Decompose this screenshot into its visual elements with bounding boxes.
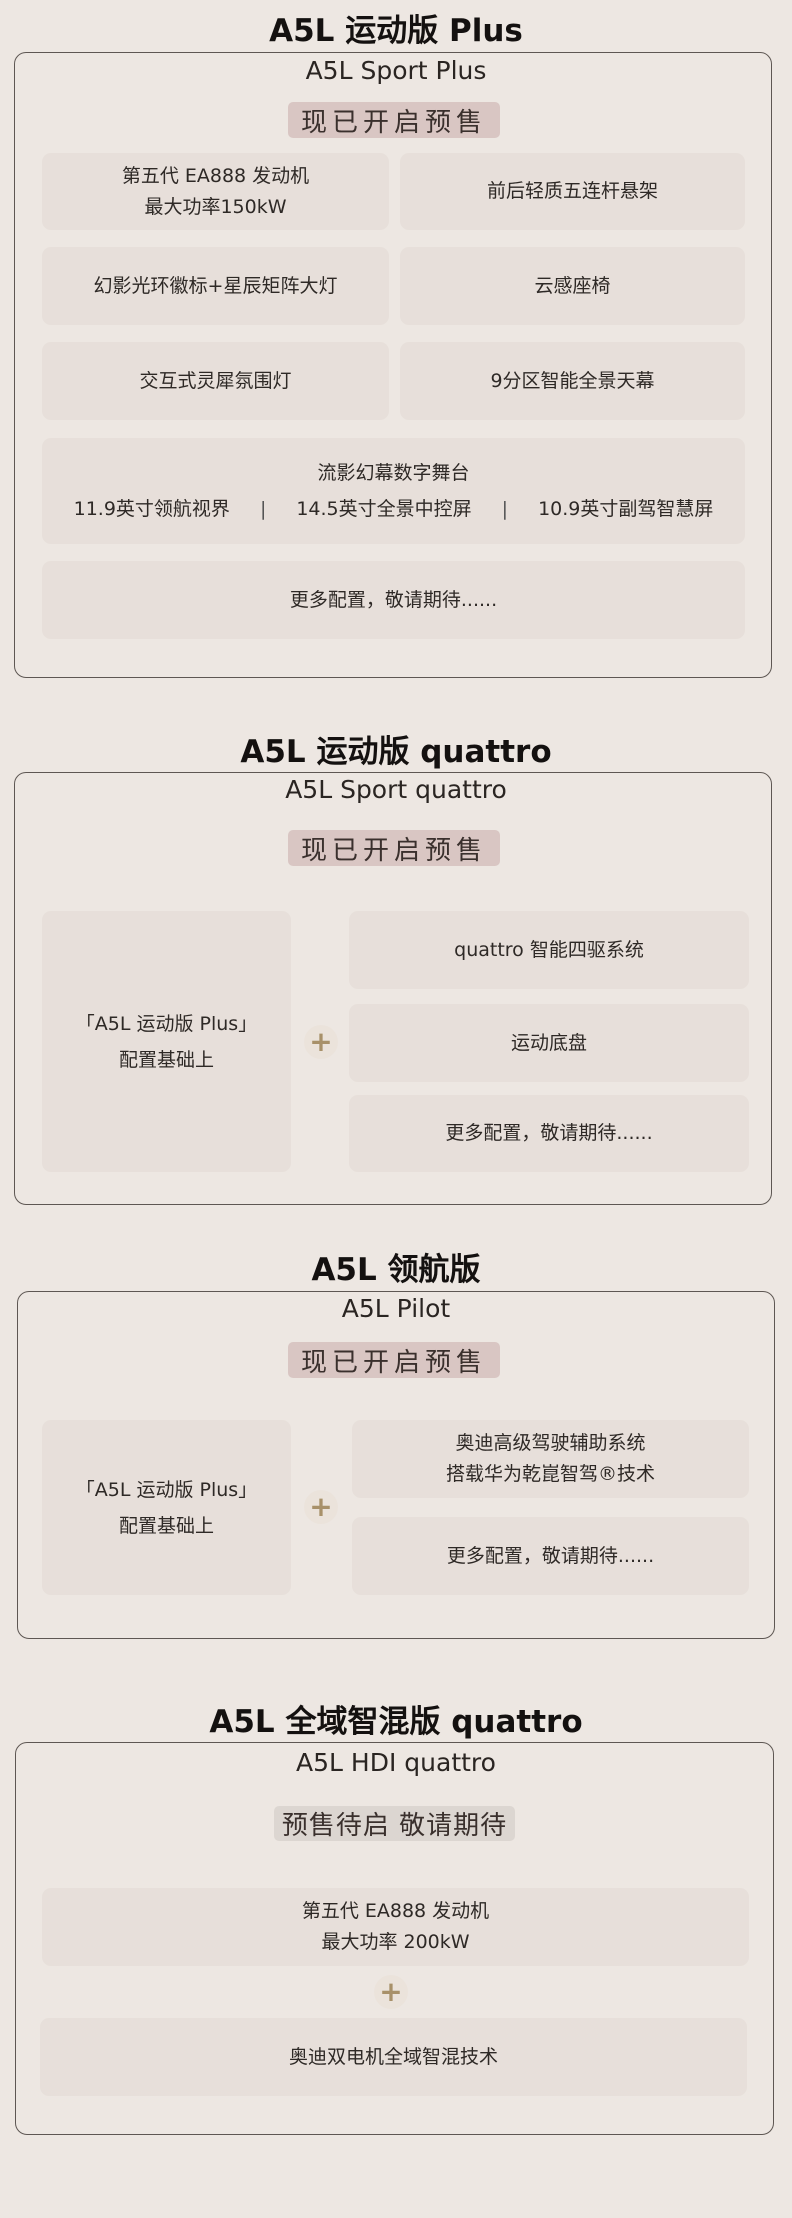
feature-card: 更多配置，敬请期待...... xyxy=(352,1517,749,1595)
feature-card: quattro 智能四驱系统 xyxy=(349,911,749,989)
feature-card: 更多配置，敬请期待...... xyxy=(349,1095,749,1172)
presale-badge: 现已开启预售 xyxy=(288,102,500,138)
feature-text: quattro 智能四驱系统 xyxy=(454,938,644,961)
feature-text: 奥迪双电机全域智混技术 xyxy=(288,2045,498,2068)
plus-icon: + xyxy=(374,1975,408,2009)
feature-card: 奥迪高级驾驶辅助系统 搭载华为乾崑智驾®技术 xyxy=(352,1420,749,1498)
feature-text: 前后轻质五连杆悬架 xyxy=(486,180,658,202)
feature-card: 9分区智能全景天幕 xyxy=(400,342,745,420)
feature-card: 运动底盘 xyxy=(349,1004,749,1082)
presale-pending-badge: 预售待启 敬请期待 xyxy=(274,1806,515,1841)
feature-card: 第五代 EA888 发动机 最大功率150kW xyxy=(42,153,389,230)
feature-card: 幻影光环徽标+星辰矩阵大灯 xyxy=(42,247,389,325)
plus-icon: + xyxy=(304,1490,338,1524)
feature-text: 幻影光环徽标+星辰矩阵大灯 xyxy=(93,274,338,297)
feature-text: 9分区智能全景天幕 xyxy=(490,369,655,392)
display-item: 11.9英寸领航视界 xyxy=(73,498,230,520)
base-config-card: 「A5L 运动版 Plus」 配置基础上 xyxy=(42,1420,291,1595)
feature-card: 前后轻质五连杆悬架 xyxy=(400,153,745,230)
section-subtitle: A5L Pilot xyxy=(341,1294,451,1323)
section-subtitle: A5L Sport Plus xyxy=(305,56,487,85)
separator: | xyxy=(259,498,267,520)
feature-text: 更多配置，敬请期待...... xyxy=(445,1122,653,1144)
base-text: 「A5L 运动版 Plus」 xyxy=(75,1012,258,1035)
feature-text: 搭载华为乾崑智驾®技术 xyxy=(445,1463,655,1485)
feature-text: 奥迪高级驾驶辅助系统 xyxy=(455,1432,646,1454)
feature-text: 第五代 EA888 发动机 xyxy=(301,1900,490,1922)
section-title: A5L 运动版 quattro xyxy=(0,732,792,772)
section-frame xyxy=(17,1291,775,1639)
feature-card: 交互式灵犀氛围灯 xyxy=(42,342,389,420)
feature-text: 最大功率 200kW xyxy=(321,1931,470,1953)
feature-heading: 流影幻幕数字舞台 xyxy=(317,462,470,484)
section-subtitle: A5L HDI quattro xyxy=(296,1748,496,1777)
section-frame xyxy=(15,1742,774,2135)
feature-text: 更多配置，敬请期待...... xyxy=(289,588,498,611)
plus-icon: + xyxy=(304,1025,338,1059)
feature-card: 第五代 EA888 发动机 最大功率 200kW xyxy=(42,1888,749,1966)
base-text: 配置基础上 xyxy=(118,1514,214,1537)
feature-card: 云感座椅 xyxy=(400,247,745,325)
base-text: 配置基础上 xyxy=(118,1048,214,1071)
feature-card-display: 流影幻幕数字舞台 11.9英寸领航视界 | 14.5英寸全景中控屏 | 10.9… xyxy=(42,438,745,544)
section-title: A5L 全域智混版 quattro xyxy=(0,1702,792,1742)
feature-text: 第五代 EA888 发动机 xyxy=(121,164,310,187)
feature-text: 最大功率150kW xyxy=(144,195,287,218)
feature-card: 奥迪双电机全域智混技术 xyxy=(40,2018,747,2096)
section-frame xyxy=(14,772,772,1205)
base-config-card: 「A5L 运动版 Plus」 配置基础上 xyxy=(42,911,291,1172)
section-subtitle: A5L Sport quattro xyxy=(285,775,507,804)
presale-badge: 现已开启预售 xyxy=(288,830,500,866)
feature-card: 更多配置，敬请期待...... xyxy=(42,561,745,639)
separator: | xyxy=(501,498,509,520)
display-item: 10.9英寸副驾智慧屏 xyxy=(538,498,714,520)
section-title: A5L 运动版 Plus xyxy=(0,11,792,51)
feature-text: 交互式灵犀氛围灯 xyxy=(139,369,292,392)
presale-badge: 现已开启预售 xyxy=(288,1342,500,1378)
section-frame xyxy=(14,52,772,678)
feature-text: 云感座椅 xyxy=(534,274,611,297)
base-text: 「A5L 运动版 Plus」 xyxy=(75,1478,258,1501)
section-title: A5L 领航版 xyxy=(0,1250,792,1290)
display-item: 14.5英寸全景中控屏 xyxy=(296,498,472,520)
feature-text: 更多配置，敬请期待...... xyxy=(446,1544,655,1567)
feature-text: 运动底盘 xyxy=(510,1031,587,1054)
